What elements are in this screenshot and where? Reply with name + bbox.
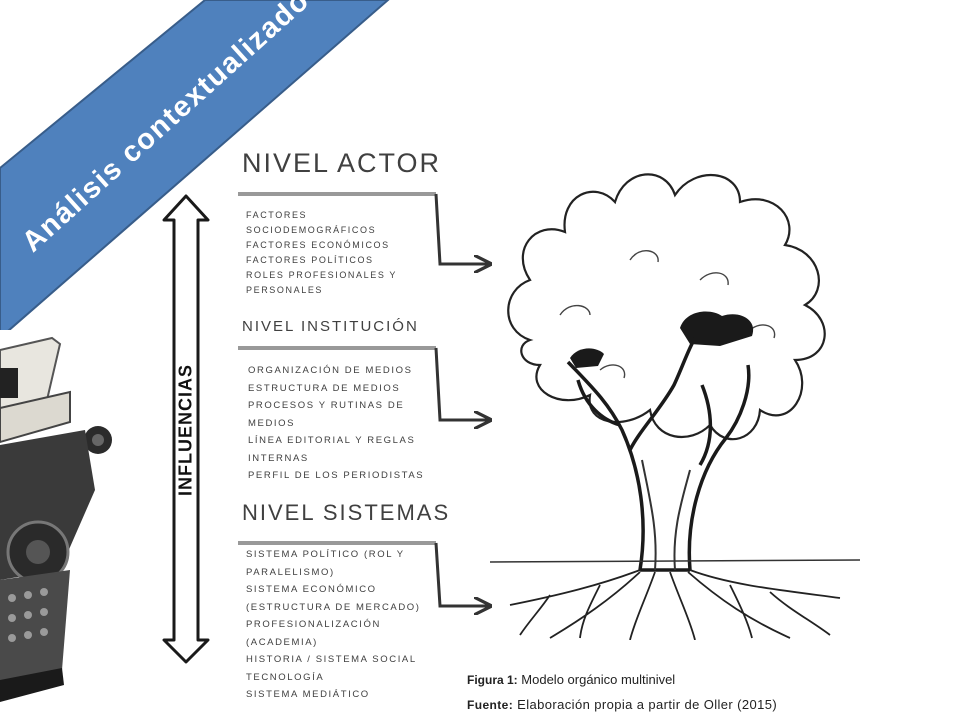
list-item: SISTEMA ECONÓMICO (ESTRUCTURA DE MERCADO… xyxy=(246,584,421,613)
heading-nivel-sistemas: NIVEL SISTEMAS xyxy=(242,500,451,525)
list-nivel-sistemas: SISTEMA POLÍTICO (ROL Y PARALELISMO) SIS… xyxy=(246,546,426,704)
list-item: SISTEMA MEDIÁTICO xyxy=(246,689,370,700)
list-item: FACTORES SOCIODEMOGRÁFICOS xyxy=(246,210,377,235)
list-item: ROLES PROFESIONALES Y PERSONALES xyxy=(246,270,397,295)
list-nivel-institucion: ORGANIZACIÓN DE MEDIOS ESTRUCTURA DE MED… xyxy=(248,362,428,485)
source-caption: Fuente: Elaboración propia a partir de O… xyxy=(467,697,777,712)
source-label: Fuente: xyxy=(467,698,514,712)
figure-text: Modelo orgánico multinivel xyxy=(517,672,676,687)
list-item: PROFESIONALIZACIÓN (ACADEMIA) xyxy=(246,619,381,648)
tree-illustration xyxy=(490,173,860,640)
list-item: LÍNEA EDITORIAL Y REGLAS INTERNAS xyxy=(248,435,416,464)
heading-nivel-actor: NIVEL ACTOR xyxy=(242,148,442,178)
list-item: ORGANIZACIÓN DE MEDIOS xyxy=(248,365,413,376)
list-nivel-actor: FACTORES SOCIODEMOGRÁFICOS FACTORES ECON… xyxy=(246,208,416,298)
list-item: PERFIL DE LOS PERIODISTAS xyxy=(248,470,425,481)
source-text: Elaboración propia a partir de Oller (20… xyxy=(513,697,778,712)
list-item: FACTORES POLÍTICOS xyxy=(246,255,374,265)
list-item: SISTEMA POLÍTICO (ROL Y PARALELISMO) xyxy=(246,549,405,578)
list-item: FACTORES ECONÓMICOS xyxy=(246,240,390,250)
list-item: HISTORIA / SISTEMA SOCIAL xyxy=(246,654,417,665)
typewriter-image xyxy=(0,330,120,710)
influencias-label: INFLUENCIAS xyxy=(175,364,196,496)
list-item: PROCESOS Y RUTINAS DE MEDIOS xyxy=(248,400,405,429)
figure-label: Figura 1: xyxy=(467,673,518,687)
list-item: TECNOLOGÍA xyxy=(246,671,325,683)
heading-nivel-institucion: NIVEL INSTITUCIÓN xyxy=(242,318,419,335)
list-item: ESTRUCTURA DE MEDIOS xyxy=(248,382,401,394)
figure-caption: Figura 1: Modelo orgánico multinivel xyxy=(467,672,675,687)
